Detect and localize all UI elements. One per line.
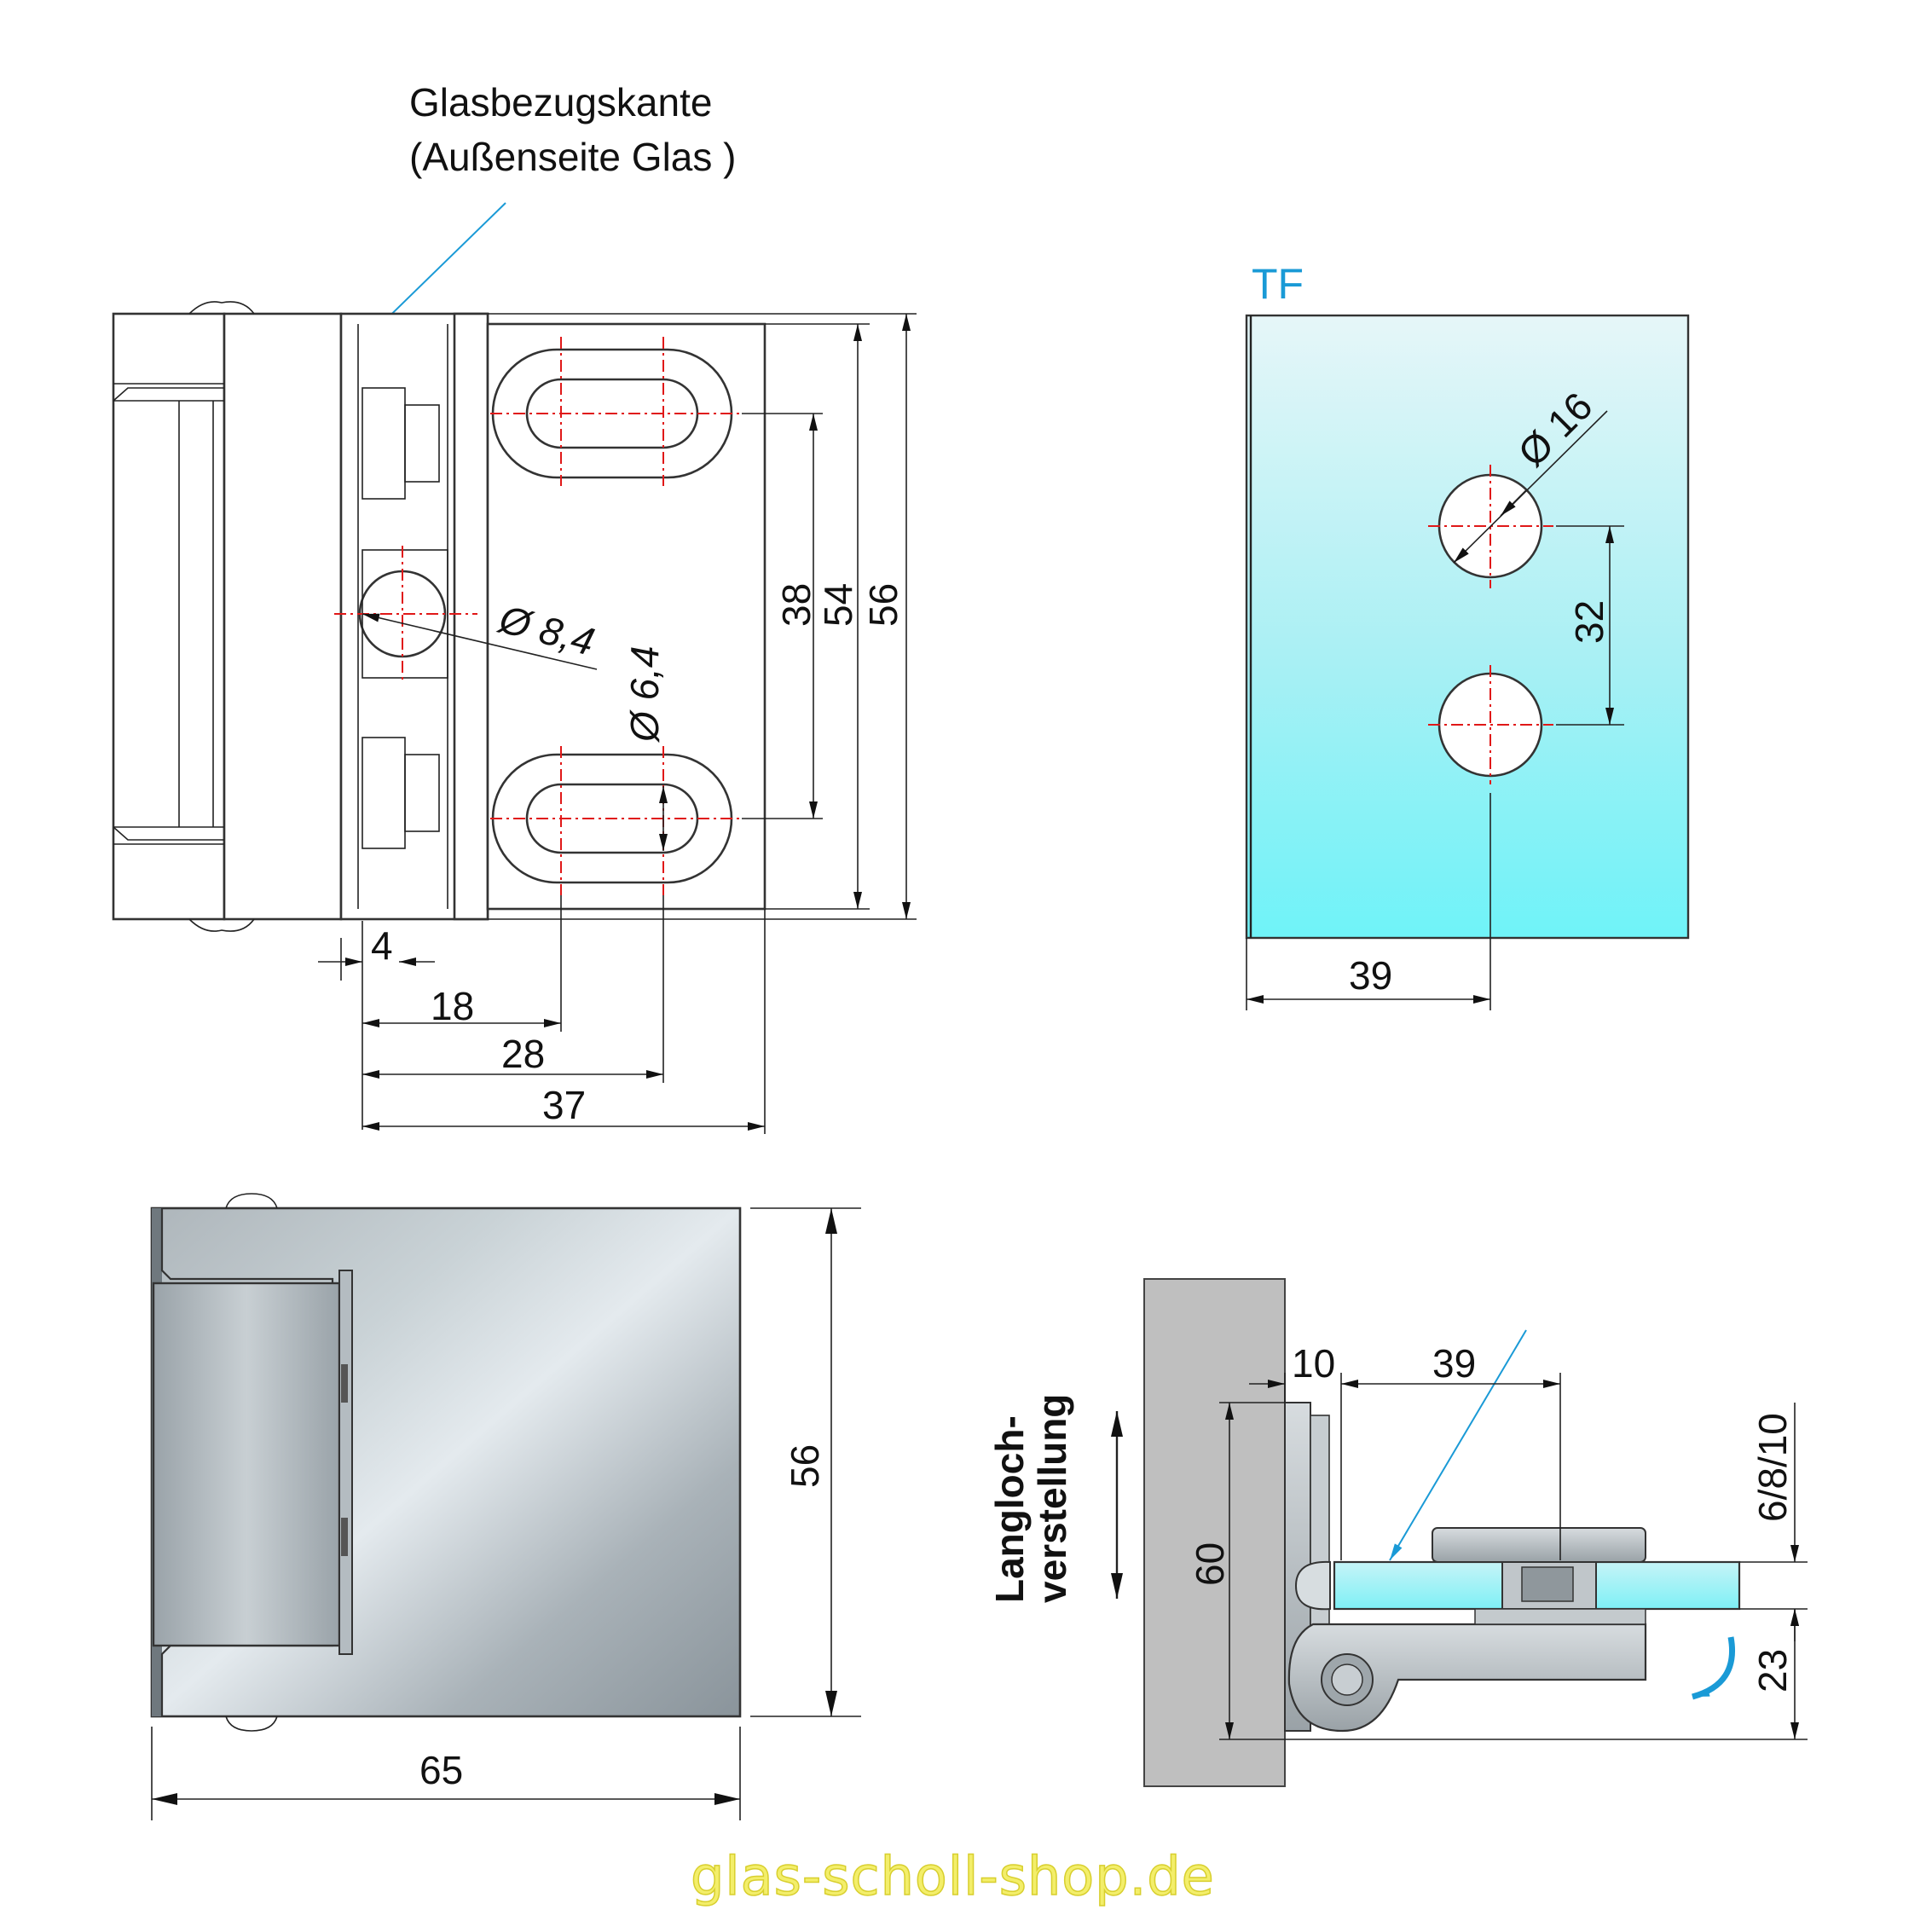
- reference-edge-label-1: Glasbezugskante: [409, 80, 712, 124]
- dim-60: 60: [1188, 1542, 1232, 1586]
- brand-watermark[interactable]: glas-scholl-shop.de: [690, 1844, 1215, 1908]
- glass-edge-leader: [1389, 1329, 1527, 1561]
- dim-37: 37: [542, 1083, 586, 1127]
- top-horizontal-dims: 4 18 28 37: [318, 895, 766, 1134]
- dim-28: 28: [501, 1032, 545, 1076]
- front-view: 56 65: [150, 1193, 861, 1820]
- dim-65: 65: [419, 1748, 463, 1792]
- dim-18: 18: [431, 984, 474, 1028]
- dim-4: 4: [371, 923, 393, 968]
- slot-adjust-label-2: verstellung: [1030, 1394, 1074, 1603]
- dia-16-leader: [1453, 410, 1608, 564]
- dim-10: 10: [1292, 1341, 1335, 1386]
- dia-8-4-leader: [362, 613, 598, 670]
- dim-32: 32: [1567, 600, 1611, 644]
- dim-54: 54: [816, 583, 860, 627]
- hinge-front-block: [152, 1282, 341, 1647]
- top-view: Glasbezugskante (Außenseite Glas ): [112, 80, 917, 1134]
- slot-adjust-label-1: Langloch-: [987, 1415, 1032, 1603]
- rotation-arrow: [1692, 1636, 1735, 1700]
- dia-6-4-label: Ø 6,4: [622, 645, 667, 744]
- dim-39-glass: 39: [1349, 953, 1392, 998]
- clamp-top: [1432, 1527, 1646, 1563]
- dim-56: 56: [861, 583, 905, 627]
- slot-hole-upper: [490, 337, 742, 486]
- hinge-pivot: [1287, 1623, 1647, 1733]
- dim-38: 38: [774, 583, 818, 627]
- glass-view: TF Ø 16 32 39: [1245, 260, 1690, 1010]
- glass-hole-lower: [1428, 665, 1553, 784]
- glass-view-title: TF: [1252, 260, 1304, 308]
- hole-8-4: [334, 546, 477, 682]
- slot-hole-lower: [490, 746, 742, 895]
- dim-23: 23: [1750, 1649, 1795, 1692]
- dim-56-front: 56: [783, 1444, 827, 1488]
- dim-glass-thickness: 6/8/10: [1750, 1413, 1795, 1522]
- dim-39-side: 39: [1432, 1341, 1476, 1386]
- top-vertical-dims: 38 54 56: [488, 313, 917, 920]
- wall: [1143, 1278, 1286, 1787]
- reference-edge-label-2: (Außenseite Glas ): [409, 135, 736, 179]
- side-view: Langloch- verstellung 10 39: [987, 1278, 1808, 1787]
- glass-panel: [1245, 314, 1690, 940]
